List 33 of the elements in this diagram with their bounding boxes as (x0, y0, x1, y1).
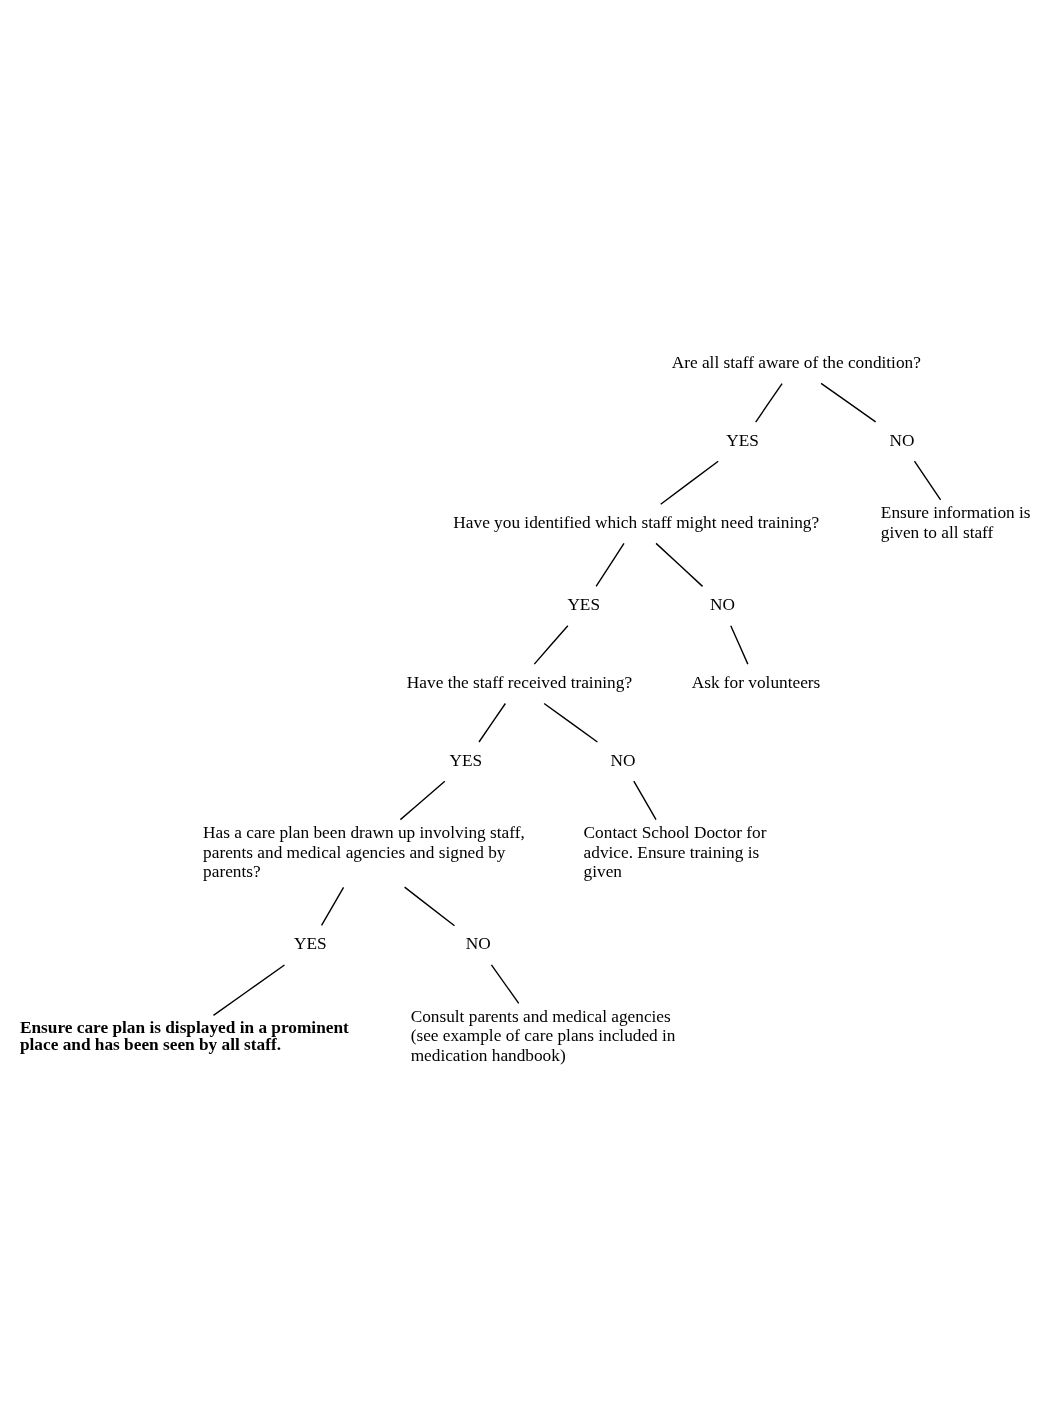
connector (533, 624, 569, 665)
node-text: Ask for volunteers (691, 672, 821, 692)
connector (730, 624, 749, 665)
node-text: Ensure care plan is displayed in a prominent place and has been seen by all staff. (19, 1017, 349, 1054)
connector (655, 542, 704, 588)
connector (399, 780, 446, 821)
node-text: NO (889, 430, 915, 450)
node-text: Are all staff aware of the condition? (671, 352, 921, 372)
connector (820, 382, 877, 423)
node-text: YES (449, 750, 483, 770)
connector (212, 964, 286, 1017)
node-text: Has a care plan been drawn up involving staff, parents and medical agencies and signed by parents? (203, 823, 525, 881)
node-text: NO (465, 934, 491, 954)
connector (755, 382, 783, 423)
node-text: YES (293, 934, 327, 954)
connector (478, 702, 507, 743)
node-text: Have you identified which staff might need training? (453, 512, 820, 532)
connector (595, 542, 625, 588)
node-text: YES (567, 595, 601, 614)
node-text: NO (610, 750, 636, 770)
connector (913, 460, 942, 501)
node-text: NO (710, 595, 736, 614)
connector (543, 702, 599, 743)
node-text: Consult parents and medical agencies (see example of care plans included in medication handbook) (410, 1006, 676, 1065)
connector (490, 964, 520, 1005)
connector (403, 886, 456, 927)
connector (320, 886, 345, 927)
connector (633, 780, 657, 821)
connector (660, 460, 719, 505)
node-text: Have the staff received training? (406, 672, 633, 692)
node-text: Ensure information is given to all staff (880, 503, 1031, 542)
node-text: Contact School Doctor for advice. Ensure training is given (583, 823, 767, 881)
node-text: YES (726, 430, 759, 450)
